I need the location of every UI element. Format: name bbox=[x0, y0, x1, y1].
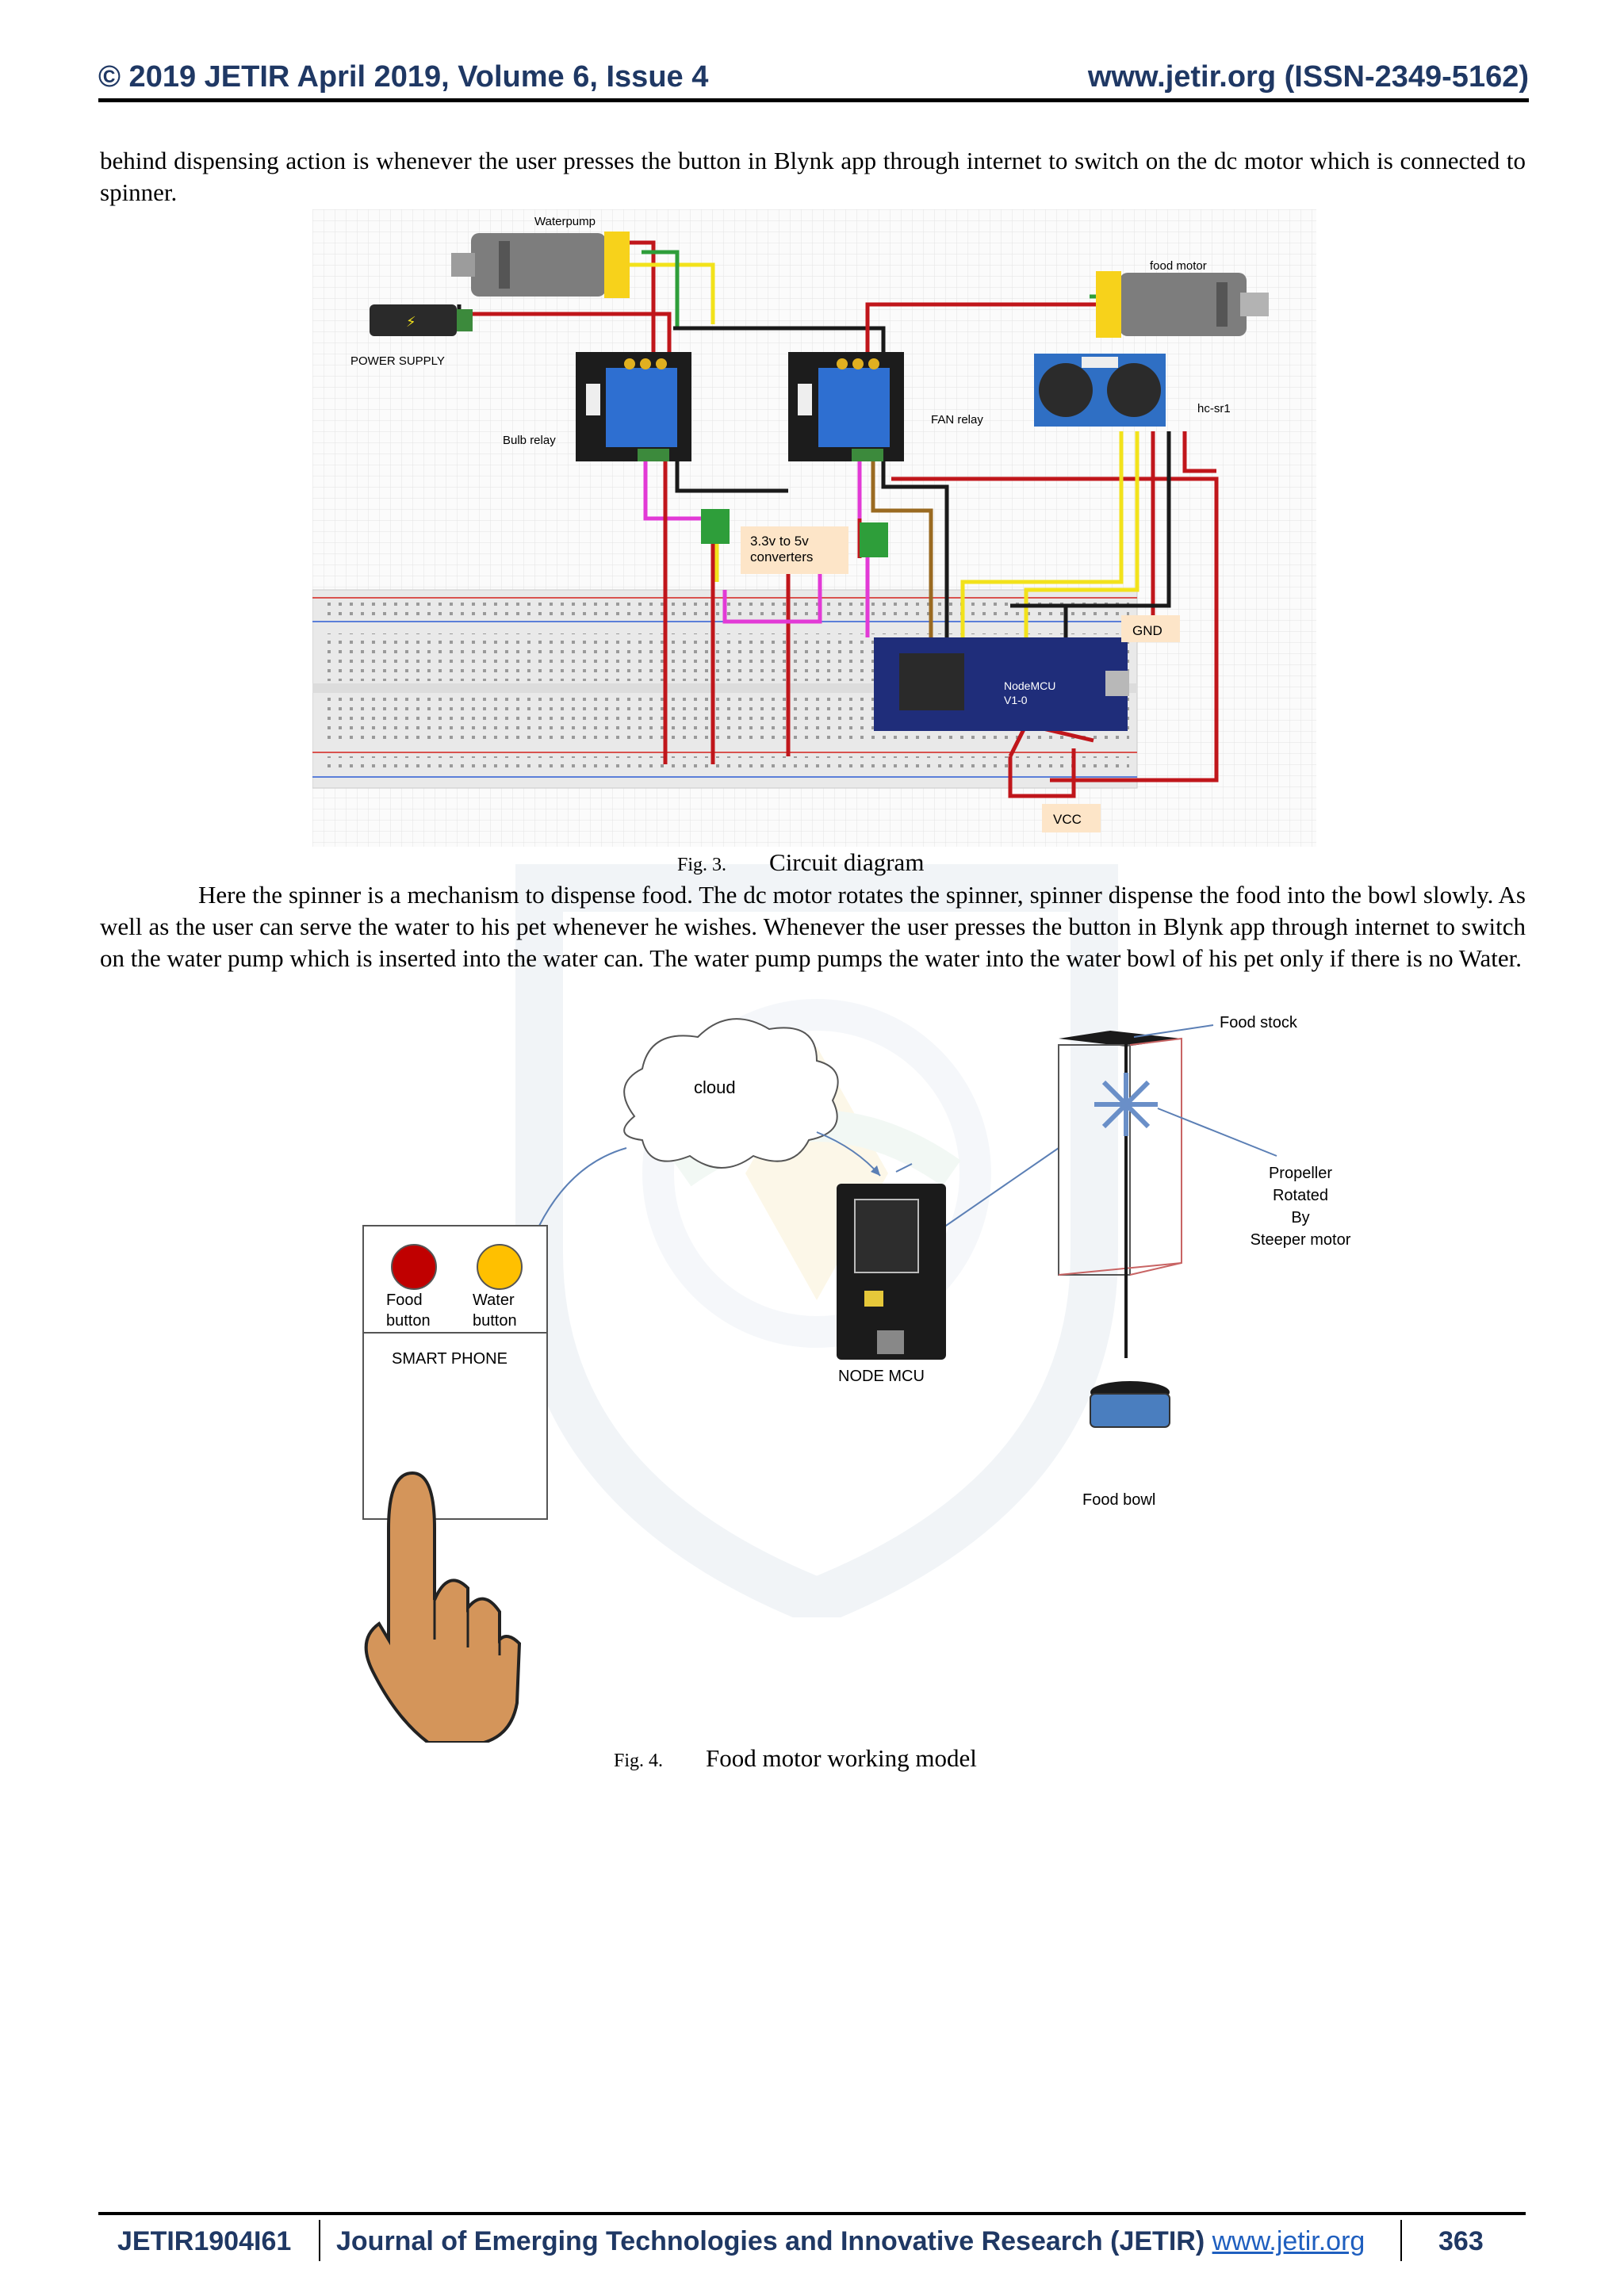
footer-divider bbox=[1400, 2220, 1402, 2261]
working-model-diagram: cloud Food button Water button SMART PHO… bbox=[362, 1014, 1351, 1743]
gnd-tag: GND bbox=[1121, 615, 1180, 642]
header-rule bbox=[98, 98, 1529, 102]
intro-paragraph: behind dispensing action is whenever the… bbox=[100, 147, 1526, 206]
cloud-label: cloud bbox=[694, 1077, 736, 1097]
food-motor: food motor bbox=[1096, 259, 1269, 338]
figure4-number: Fig. 4. bbox=[614, 1751, 664, 1771]
propeller-icon bbox=[1094, 1073, 1158, 1136]
smart-phone-label: SMART PHONE bbox=[392, 1350, 508, 1368]
nodemcu-label-line2: V1-0 bbox=[1004, 694, 1028, 706]
journal-name: Journal of Emerging Technologies and Inn… bbox=[336, 2226, 1365, 2257]
journal-link[interactable]: www.jetir.org bbox=[1212, 2226, 1365, 2256]
nodemcu-board: NodeMCU V1-0 bbox=[874, 637, 1129, 731]
figure3-title: Circuit diagram bbox=[769, 848, 925, 876]
power-supply: ⚡ POWER SUPPLY bbox=[350, 304, 473, 368]
ultrasonic-sensor: hc-sr1 bbox=[1034, 354, 1231, 427]
sensor-label: hc-sr1 bbox=[1197, 402, 1231, 415]
food-stock-container: Food stock bbox=[1058, 1014, 1298, 1358]
header-journal-site: www.jetir.org (ISSN-2349-5162) bbox=[1087, 60, 1529, 94]
waterpump-motor: Waterpump bbox=[451, 215, 630, 298]
water-button-label-line1: Water bbox=[473, 1292, 515, 1309]
food-button-label-line2: button bbox=[386, 1312, 431, 1330]
water-button[interactable] bbox=[477, 1244, 523, 1290]
figure4-title: Food motor working model bbox=[706, 1744, 977, 1772]
page-footer: JETIR1904I61 Journal of Emerging Technol… bbox=[98, 2220, 1526, 2264]
nodemcu-label-line1: NodeMCU bbox=[1004, 679, 1055, 692]
spinner-paragraph: Here the spinner is a mechanism to dispe… bbox=[100, 881, 1526, 972]
vcc-label: VCC bbox=[1053, 812, 1082, 827]
food-motor-label: food motor bbox=[1150, 259, 1207, 273]
header-issue-info: © 2019 JETIR April 2019, Volume 6, Issue… bbox=[98, 60, 709, 94]
converter-label-line1: 3.3v to 5v bbox=[750, 534, 809, 549]
pointing-hand-icon bbox=[364, 1471, 522, 1743]
footer-rule bbox=[98, 2212, 1526, 2215]
converter-label-line2: converters bbox=[750, 549, 813, 564]
footer-divider bbox=[319, 2220, 320, 2261]
fan-relay: FAN relay bbox=[788, 352, 983, 461]
cloud-shape: cloud bbox=[623, 1018, 839, 1169]
waterpump-label: Waterpump bbox=[534, 215, 596, 228]
water-button-label-line2: button bbox=[473, 1312, 517, 1330]
food-bowl: Food bowl bbox=[1082, 1381, 1170, 1509]
paper-id: JETIR1904I61 bbox=[117, 2226, 292, 2256]
vcc-tag: VCC bbox=[1042, 804, 1101, 832]
propeller-label-line4: Steeper motor bbox=[1251, 1231, 1351, 1249]
food-button-label-line1: Food bbox=[386, 1292, 423, 1309]
figure3-number: Fig. 3. bbox=[677, 855, 727, 875]
figure4-caption: Fig. 4. Food motor working model bbox=[614, 1744, 977, 1773]
food-stock-label: Food stock bbox=[1220, 1014, 1298, 1031]
journal-title: Journal of Emerging Technologies and Inn… bbox=[336, 2226, 1205, 2256]
page-header: © 2019 JETIR April 2019, Volume 6, Issue… bbox=[98, 57, 1529, 101]
page-number: 363 bbox=[1438, 2226, 1484, 2256]
power-supply-label: POWER SUPPLY bbox=[350, 354, 445, 368]
voltage-converters: 3.3v to 5v converters bbox=[701, 509, 888, 574]
propeller-label-line3: By bbox=[1291, 1209, 1309, 1226]
gnd-label: GND bbox=[1132, 623, 1162, 638]
bulb-relay: Bulb relay bbox=[503, 352, 691, 461]
circuit-diagram: Waterpump ⚡ POWER SUPPLY food motor Bulb… bbox=[312, 209, 1316, 847]
bulb-relay-label: Bulb relay bbox=[503, 434, 556, 447]
smart-phone: Food button Water button SMART PHONE bbox=[362, 1225, 548, 1520]
food-bowl-label: Food bowl bbox=[1082, 1491, 1155, 1509]
figure3-caption: Fig. 3. Circuit diagram bbox=[677, 848, 924, 877]
propeller-label-line1: Propeller bbox=[1269, 1165, 1332, 1182]
node-mcu-label: NODE MCU bbox=[838, 1368, 925, 1385]
propeller-label-line2: Rotated bbox=[1273, 1187, 1328, 1204]
svg-text:⚡: ⚡ bbox=[406, 314, 416, 330]
food-button[interactable] bbox=[391, 1244, 437, 1290]
nodemcu-module: NODE MCU bbox=[837, 1184, 946, 1385]
fan-relay-label: FAN relay bbox=[931, 413, 983, 427]
